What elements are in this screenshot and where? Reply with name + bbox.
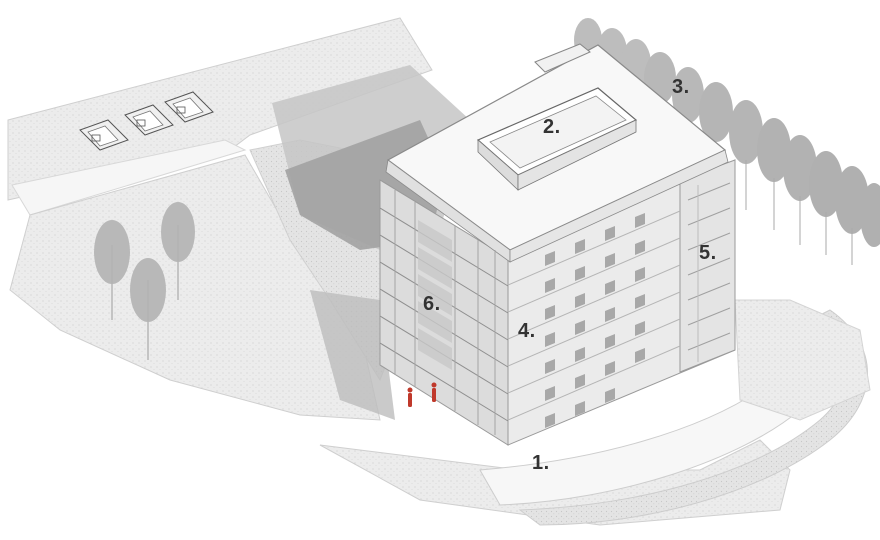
- roof-edge-front: [509, 149, 729, 263]
- tree: [94, 220, 130, 284]
- apartment-building: [379, 43, 736, 446]
- label-5: 5.: [699, 242, 717, 264]
- people: [407, 382, 437, 407]
- trees-left: [94, 202, 195, 360]
- label-2: 2.: [543, 116, 561, 138]
- label-6: 6.: [423, 293, 441, 315]
- tree: [130, 258, 166, 322]
- label-4: 4.: [518, 320, 536, 342]
- house: [124, 104, 174, 136]
- label-3: 3.: [672, 76, 690, 98]
- right-slope: [734, 299, 871, 421]
- label-1: 1.: [532, 452, 550, 474]
- upper-lawn: [7, 17, 433, 201]
- person-figure: [408, 393, 412, 407]
- house: [79, 119, 129, 151]
- roof-unit-inner: [489, 95, 627, 169]
- building-shadow: [310, 290, 395, 420]
- upper-road: [11, 139, 247, 216]
- front-windows: [545, 213, 645, 428]
- person-figure: [432, 388, 436, 402]
- roof-annex: [534, 43, 591, 73]
- stair-tower-slats: [687, 182, 731, 362]
- tree: [161, 202, 195, 262]
- left-lawn: [9, 154, 381, 421]
- front-floors: [507, 210, 681, 421]
- houses: [79, 91, 214, 151]
- balcony-glazing: [418, 220, 452, 370]
- house: [164, 91, 214, 123]
